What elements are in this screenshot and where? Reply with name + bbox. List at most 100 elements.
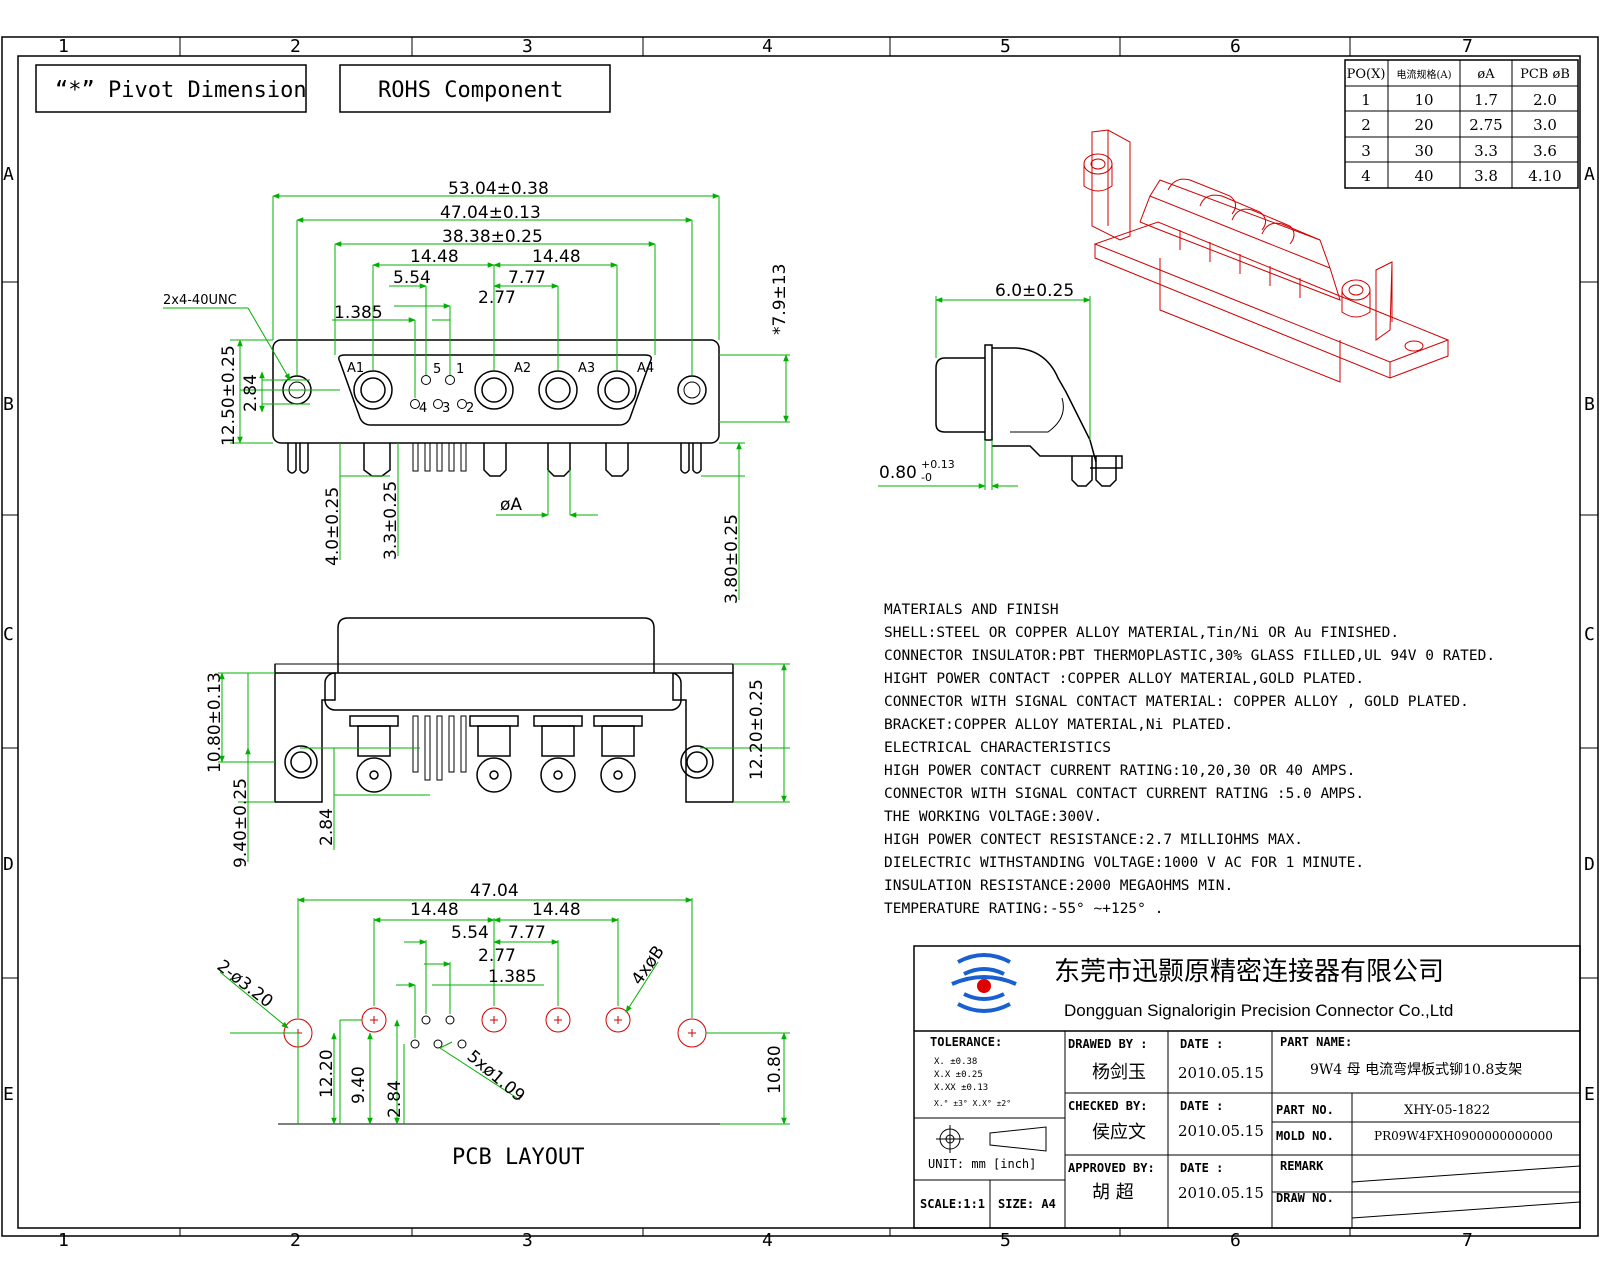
- note-line: HIGHT POWER CONTACT :COPPER ALLOY MATERI…: [884, 671, 1364, 687]
- zone-bottom-6: 6: [1230, 1230, 1241, 1251]
- side-view-dimension-text: 6.0±0.25 0.80 +0.13 -0: [879, 281, 1074, 484]
- drawing-frame: 1 2 3 4 5 6 7 1 2 3 4 5 6 7 A B C D E A …: [1, 36, 1599, 1251]
- spec-cell: 3.3: [1474, 142, 1498, 160]
- spec-header-phi-a: øA: [1477, 67, 1495, 82]
- date-drawn: 2010.05.15: [1178, 1064, 1264, 1082]
- note-line: THE WORKING VOLTAGE:300V.: [884, 809, 1102, 825]
- remark-label: REMARK: [1280, 1159, 1324, 1173]
- note-line: HIGH POWER CONTECT RESISTANCE:2.7 MILLIO…: [884, 832, 1303, 848]
- spec-cell: 2.0: [1533, 91, 1557, 109]
- dim-5-54: 5.54: [393, 268, 431, 288]
- pcb-dim-12-20: 12.20: [317, 1049, 337, 1098]
- dim-pivot: *7.9±13: [770, 264, 790, 335]
- row-left-e: E: [3, 1084, 14, 1105]
- date-checked: 2010.05.15: [1178, 1122, 1264, 1140]
- date-label: DATE :: [1180, 1099, 1223, 1113]
- spec-header-pcb-phi-b: PCB øB: [1520, 67, 1570, 82]
- bottom-view: [274, 617, 734, 803]
- pcb-layout-dimensions: [219, 897, 790, 1125]
- spec-cell: 3.0: [1533, 116, 1557, 134]
- part-no-label: PART NO.: [1276, 1103, 1334, 1117]
- zone-top-3: 3: [522, 36, 533, 57]
- tolerance-row: X.XX ±0.13: [934, 1083, 988, 1093]
- zone-bottom-5: 5: [1000, 1230, 1011, 1251]
- note-line: DIELECTRIC WITHSTANDING VOLTAGE:1000 V A…: [884, 855, 1364, 871]
- dim-thread: 2x4-40UNC: [163, 293, 237, 308]
- company-name-en: Dongguan Signalorigin Precision Connecto…: [1064, 1001, 1453, 1020]
- drawn-by-name: 杨剑玉: [1092, 1062, 1146, 1083]
- company-name-cn: 东莞市迅颢原精密连接器有限公司: [1054, 957, 1444, 987]
- zone-bottom-7: 7: [1462, 1230, 1473, 1251]
- mold-no-label: MOLD NO.: [1276, 1129, 1334, 1143]
- note-line: MATERIALS AND FINISH: [884, 602, 1059, 618]
- zone-top-7: 7: [1462, 36, 1473, 57]
- spec-cell: 3: [1361, 142, 1371, 160]
- spec-cell: 3.8: [1474, 167, 1498, 185]
- row-right-e: E: [1584, 1084, 1595, 1105]
- spec-cell: 40: [1414, 167, 1433, 185]
- spec-header-current: 电流规格(A): [1396, 68, 1451, 81]
- pin-label-3: 3: [442, 401, 450, 416]
- zone-bottom-4: 4: [762, 1230, 773, 1251]
- row-right-c: C: [1584, 624, 1595, 645]
- tolerance-label: TOLERANCE:: [930, 1035, 1002, 1049]
- row-right-a: A: [1584, 164, 1595, 185]
- company-logo: [951, 953, 1017, 1013]
- pin-label-a1: A1: [347, 361, 364, 376]
- bottom-view-dimension-text: 10.80±0.13 9.40±0.25 2.84 12.20±0.25: [205, 672, 767, 868]
- drawn-by-label: DRAWED BY :: [1068, 1037, 1147, 1051]
- pin-label-2: 2: [466, 401, 474, 416]
- row-left-c: C: [3, 624, 14, 645]
- pcb-dim-pitch-right: 14.48: [532, 900, 581, 920]
- zone-top-4: 4: [762, 36, 773, 57]
- spec-cell: 3.6: [1533, 142, 1557, 160]
- pcb-dim-power-holes: 4xøB: [628, 942, 669, 989]
- dim-10-80: 10.80±0.13: [205, 672, 225, 773]
- rohs-component-box: ROHS Component: [339, 64, 611, 113]
- side-view-dimensions: [878, 296, 1091, 490]
- approved-by-name: 胡 超: [1092, 1182, 1134, 1203]
- pcb-dim-1-385: 1.385: [488, 967, 537, 987]
- dim-side-tol-up: +0.13: [921, 458, 955, 471]
- part-name-label: PART NAME:: [1280, 1035, 1352, 1049]
- bottom-view-dimensions: [218, 663, 790, 862]
- spec-table: PO(X) 电流规格(A) øA PCB øB 1 10 1.7 2.0 2 2…: [1344, 59, 1579, 189]
- note-line: INSULATION RESISTANCE:2000 MEGAOHMS MIN.: [884, 878, 1233, 894]
- pcb-layout: PCB LAYOUT: [278, 1007, 720, 1170]
- dim-2-77: 2.77: [478, 288, 516, 308]
- pcb-dim-9-40: 9.40: [349, 1066, 369, 1104]
- note-line: CONNECTOR WITH SIGNAL CONTACT CURRENT RA…: [884, 786, 1364, 802]
- pcb-dim-pitch-left: 14.48: [410, 900, 459, 920]
- dim-side-tol-down: -0: [921, 471, 932, 484]
- approved-by-label: APPROVED BY:: [1068, 1161, 1155, 1175]
- spec-cell: 1.7: [1474, 91, 1498, 109]
- note-line: CONNECTOR INSULATOR:PBT THERMOPLASTIC,30…: [884, 648, 1495, 664]
- dim-12-20: 12.20±0.25: [747, 679, 767, 780]
- pin-label-1: 1: [456, 362, 464, 377]
- row-left-d: D: [3, 854, 14, 875]
- zone-top-5: 5: [1000, 36, 1011, 57]
- mold-no-value: PR09W4FXH0900000000000: [1374, 1129, 1553, 1143]
- pcb-dim-mount-holes: 2-ø3.20: [213, 956, 277, 1012]
- pcb-layout-dimension-text: 47.04 14.48 14.48 5.54 7.77 2.77 1.385 2…: [213, 881, 785, 1118]
- dim-3-3: 3.3±0.25: [381, 481, 401, 560]
- pin-label-4: 4: [419, 401, 427, 416]
- pin-label-a3: A3: [578, 361, 595, 376]
- title-block: 东莞市迅颢原精密连接器有限公司 Dongguan Signalorigin Pr…: [913, 945, 1581, 1229]
- dim-side-width: 6.0±0.25: [995, 281, 1074, 301]
- dim-side-thickness: 0.80: [879, 463, 917, 483]
- tolerance-row: X. ±0.38: [934, 1057, 977, 1067]
- pcb-dim-7-77: 7.77: [508, 923, 546, 943]
- size-label: SIZE: A4: [998, 1197, 1056, 1211]
- pcb-dim-overall: 47.04: [470, 881, 519, 901]
- dim-1-385: 1.385: [334, 303, 383, 323]
- zone-bottom-2: 2: [290, 1230, 301, 1251]
- dim-pitch-right: 14.48: [532, 247, 581, 267]
- spec-cell: 20: [1414, 116, 1433, 134]
- pivot-dimension-box: “*” Pivot Dimension: [35, 64, 307, 113]
- zone-top-1: 1: [58, 36, 69, 57]
- note-line: ELECTRICAL CHARACTERISTICS: [884, 740, 1111, 756]
- row-left-a: A: [3, 164, 14, 185]
- spec-cell: 2.75: [1469, 116, 1502, 134]
